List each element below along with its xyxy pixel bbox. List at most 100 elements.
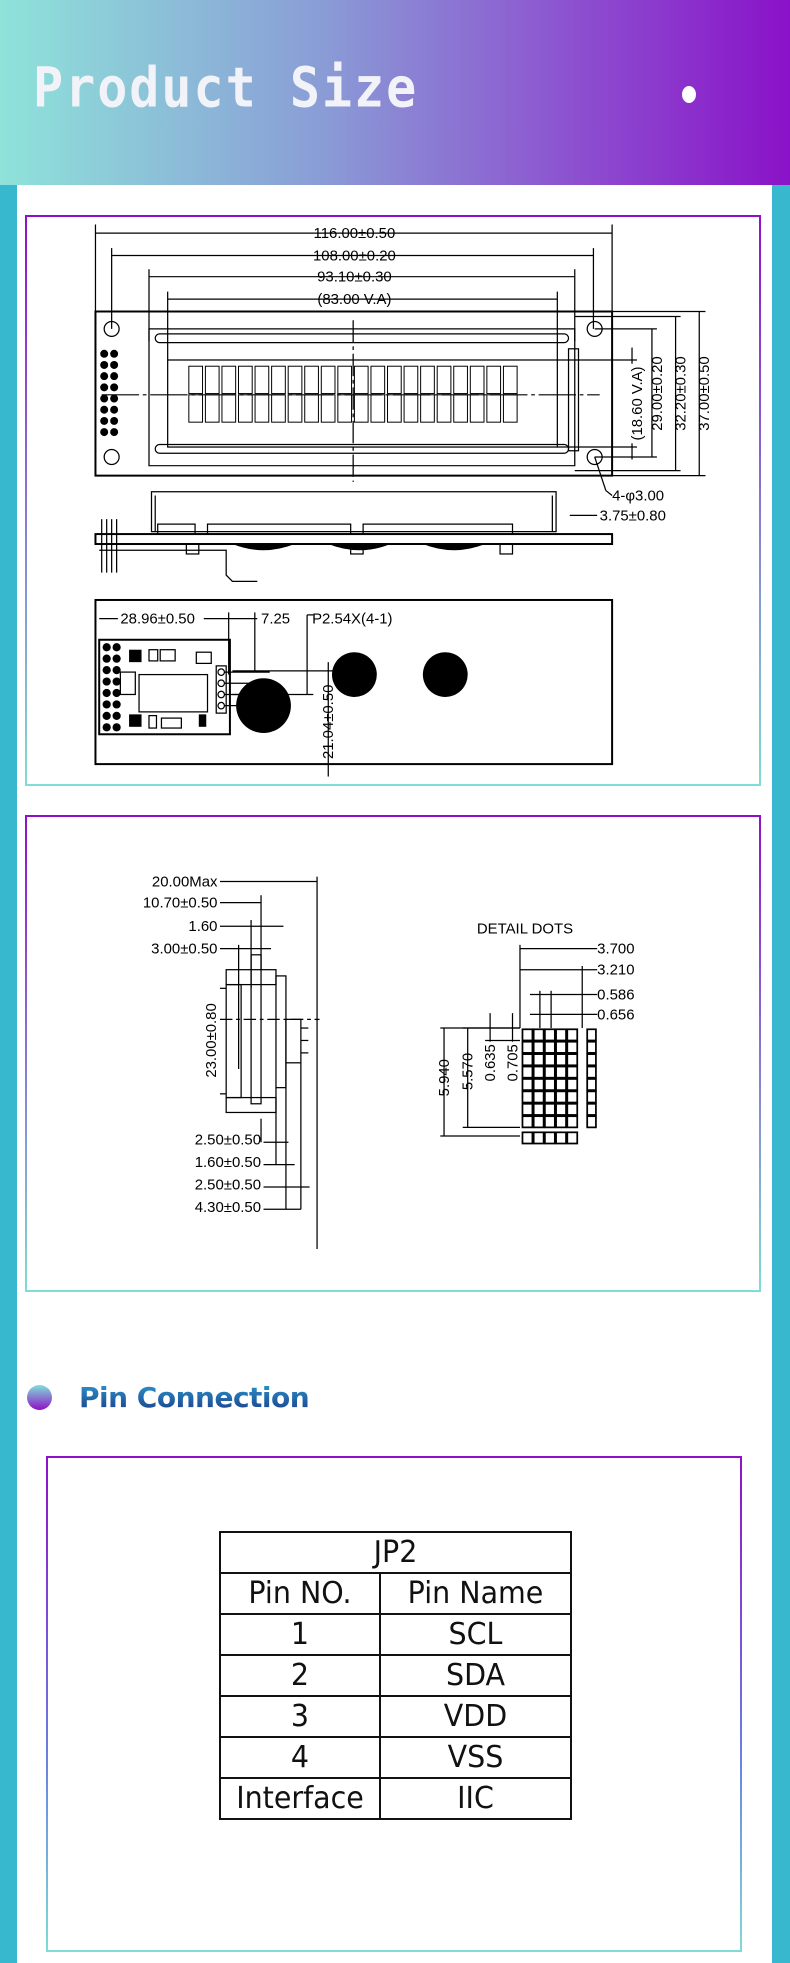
pin-no: 3 — [223, 1695, 377, 1738]
character-cell — [254, 394, 270, 423]
dot-cell — [532, 1115, 545, 1129]
pin-name: SDA — [383, 1654, 568, 1697]
backlight-contact-1 — [236, 678, 291, 734]
holes-label: 4-φ3.00 — [612, 488, 664, 505]
dot-cell — [544, 1115, 556, 1129]
top-slot — [154, 333, 570, 344]
dimension-lines — [94, 224, 706, 517]
dot-cell — [566, 1102, 579, 1116]
i2c-module-outline — [98, 638, 231, 736]
pin-dot — [110, 405, 119, 414]
pin-dot — [100, 383, 109, 392]
character-cell — [188, 394, 204, 423]
header-pin — [217, 668, 226, 676]
pin-header-dots — [100, 349, 119, 437]
detail-dot-grid — [521, 1028, 597, 1145]
product-size-banner: Product Size — [0, 0, 790, 185]
dim-83-label: (83.00 V.A) — [317, 291, 391, 308]
module-pin — [102, 711, 111, 720]
detail-right-label: 3.700 — [597, 942, 634, 958]
header-pin-name: Pin Name — [383, 1572, 568, 1615]
dot-cell — [586, 1115, 597, 1129]
dot-cell — [566, 1078, 579, 1091]
table-title: JP2 — [227, 1531, 564, 1574]
pin-no: 1 — [223, 1613, 377, 1656]
pin-no: 4 — [223, 1736, 377, 1779]
pin-dot — [110, 349, 119, 358]
header-pin-no: Pin NO. — [223, 1572, 377, 1615]
detail-left-label: 0.635 — [483, 1044, 499, 1081]
dot-cell — [555, 1053, 567, 1067]
side-top-label: 1.60 — [188, 919, 217, 935]
character-cell — [320, 365, 336, 395]
character-cell — [254, 365, 270, 395]
module-pin — [112, 723, 121, 732]
detail-right-label: 0.656 — [597, 1007, 634, 1023]
dot-cell — [521, 1131, 534, 1145]
mounting-holes — [103, 320, 603, 466]
dot-cell — [544, 1053, 556, 1067]
module-pin — [112, 654, 121, 663]
dim-116-label: 116.00±0.50 — [314, 225, 396, 242]
character-cell — [387, 365, 402, 395]
dot-cell — [555, 1065, 567, 1079]
character-cell — [204, 394, 220, 423]
dim-28-label: 28.96±0.50 — [120, 611, 195, 628]
character-cell — [287, 394, 303, 423]
dot-cell — [586, 1028, 597, 1042]
dot-cell — [532, 1053, 545, 1067]
side-bottom-label: 2.50±0.50 — [195, 1133, 261, 1149]
dot-cell — [566, 1040, 579, 1054]
pin-dot — [100, 416, 109, 425]
module-pin — [102, 688, 111, 698]
character-cell — [287, 365, 303, 395]
dim-29-label: 29.00±0.20 — [649, 356, 666, 430]
character-cell — [238, 365, 253, 395]
side-top-label: 10.70±0.50 — [143, 896, 218, 912]
detail-left-label: 0.705 — [505, 1044, 521, 1081]
dot-cell — [566, 1115, 579, 1129]
dot-cell — [566, 1065, 579, 1079]
section-title: Pin Connection — [79, 1380, 310, 1414]
character-cell — [337, 394, 353, 423]
character-cell — [486, 394, 502, 423]
pin-dot — [100, 349, 109, 358]
dim-7-label: 7.25 — [261, 611, 290, 628]
bezel-outline — [148, 328, 576, 467]
dot-cell — [555, 1040, 567, 1054]
character-cell — [403, 394, 419, 423]
dot-cell — [521, 1115, 534, 1129]
pin-dot — [110, 383, 119, 392]
module-pin — [102, 723, 111, 732]
back-view-outline — [94, 598, 614, 766]
pin-dot — [110, 372, 119, 381]
character-cells — [188, 365, 518, 423]
dot-cell — [566, 1131, 579, 1145]
backlight-contact-2 — [332, 652, 377, 697]
dot-cell — [532, 1028, 545, 1042]
pitch-label: P2.54X(4-1) — [312, 611, 392, 628]
side-height-label: 23.00±0.80 — [204, 1003, 220, 1077]
dot-cell — [555, 1102, 567, 1116]
dot-cell — [586, 1090, 597, 1104]
front-view-drawing: 116.00±0.50 108.00±0.20 93.10±0.30 (83.0… — [94, 224, 713, 777]
side-top-label: 3.00±0.50 — [151, 942, 217, 958]
dot-cell — [586, 1053, 597, 1067]
module-pin — [112, 677, 121, 686]
lcd-board-outline — [94, 310, 614, 477]
dim-21-label: 21.04±0.50 — [320, 685, 337, 759]
pin-dot — [110, 394, 119, 403]
character-cell — [486, 365, 502, 395]
dot-cell — [521, 1028, 534, 1042]
dot-cell — [521, 1040, 534, 1054]
dot-cell — [566, 1090, 579, 1104]
dot-cell — [544, 1065, 556, 1079]
detail-right-label: 3.210 — [597, 963, 634, 979]
character-cell — [221, 394, 237, 423]
character-cell — [353, 365, 369, 395]
module-pin — [112, 688, 121, 698]
dot-cell — [521, 1102, 534, 1116]
